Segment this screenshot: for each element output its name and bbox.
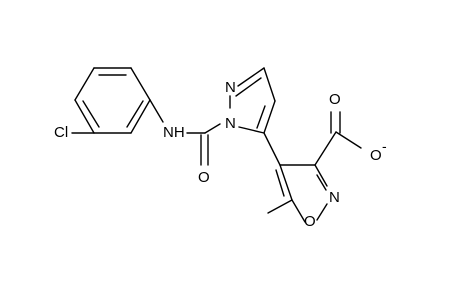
methyl-bond xyxy=(267,199,293,214)
pyrazole-n1-label: N xyxy=(225,115,236,132)
isoxazole-ring xyxy=(275,164,328,223)
acid-c-bond xyxy=(314,131,337,166)
pyrazole-isoxazole-bond xyxy=(263,132,281,166)
acid-o-double-label: O xyxy=(329,91,341,108)
isoxazole-n-label: N xyxy=(329,189,340,206)
carbonyl-n1-bond xyxy=(204,123,221,134)
pyrazole-n2-label: N xyxy=(225,79,236,96)
ring-nh-bond xyxy=(149,99,164,123)
pyrazole-ring xyxy=(229,67,276,134)
acid-o-single-label: O xyxy=(370,147,382,164)
chlorine-label: Cl xyxy=(54,124,68,141)
amide-nh-label: NH xyxy=(163,124,185,141)
acid-single-bond xyxy=(335,131,362,149)
isoxazole-o-label: O xyxy=(304,213,316,230)
carbonyl-o-label: O xyxy=(198,169,210,186)
acid-charge-label: - xyxy=(382,138,387,154)
chlorophenyl-ring xyxy=(74,67,151,134)
